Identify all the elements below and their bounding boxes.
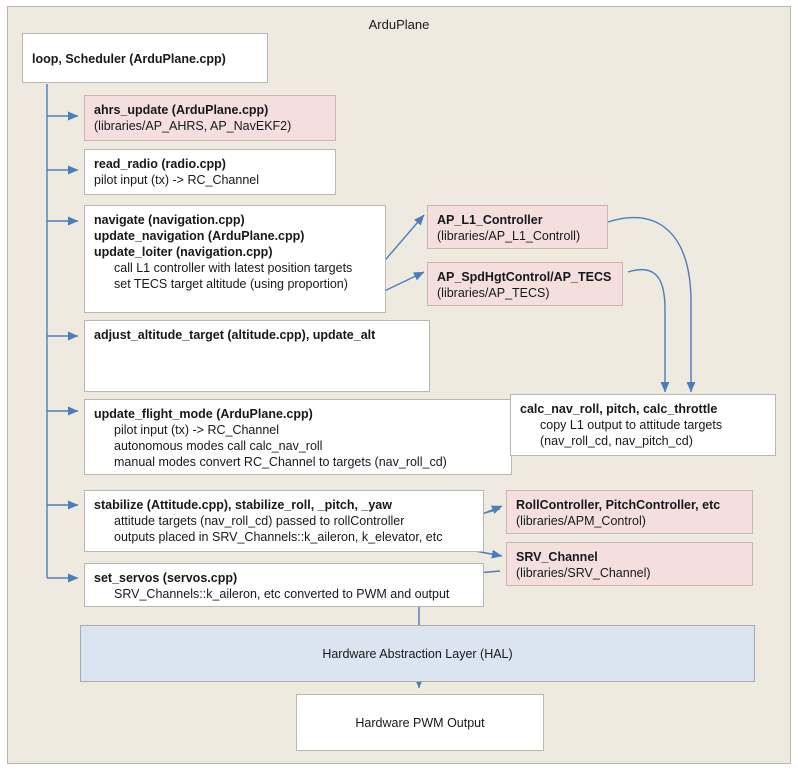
node-ahrs-update-lib: (libraries/AP_AHRS, AP_NavEKF2) (94, 119, 292, 133)
node-stabilize[interactable]: stabilize (Attitude.cpp), stabilize_roll… (84, 490, 484, 552)
node-update-flight-mode-detail-2: autonomous modes call calc_nav_roll (114, 439, 323, 453)
node-navigate-detail-2: set TECS target altitude (using proporti… (114, 277, 348, 291)
node-ap-tecs-title: AP_SpdHgtControl/AP_TECS (437, 270, 612, 284)
node-ap-l1-controller-lib: (libraries/AP_L1_Controll) (437, 229, 581, 243)
node-navigate-title3: update_loiter (navigation.cpp) (94, 245, 273, 259)
node-ap-tecs[interactable]: AP_SpdHgtControl/AP_TECS (libraries/AP_T… (427, 262, 623, 306)
node-ap-l1-controller[interactable]: AP_L1_Controller (libraries/AP_L1_Contro… (427, 205, 608, 249)
node-loop-scheduler[interactable]: loop, Scheduler (ArduPlane.cpp) (22, 33, 268, 83)
node-update-flight-mode-detail-3: manual modes convert RC_Channel to targe… (114, 455, 447, 469)
node-calc-nav-roll[interactable]: calc_nav_roll, pitch, calc_throttle copy… (510, 394, 776, 456)
node-ahrs-update[interactable]: ahrs_update (ArduPlane.cpp) (libraries/A… (84, 95, 336, 141)
node-srv-channel-lib: (libraries/SRV_Channel) (516, 566, 651, 580)
node-stabilize-detail-1: attitude targets (nav_roll_cd) passed to… (114, 514, 405, 528)
node-read-radio[interactable]: read_radio (radio.cpp) pilot input (tx) … (84, 149, 336, 195)
node-srv-channel-title: SRV_Channel (516, 550, 598, 564)
node-adjust-altitude-target[interactable]: adjust_altitude_target (altitude.cpp), u… (84, 320, 430, 392)
node-read-radio-title: read_radio (radio.cpp) (94, 157, 226, 171)
node-update-flight-mode[interactable]: update_flight_mode (ArduPlane.cpp) pilot… (84, 399, 512, 475)
node-ap-l1-controller-title: AP_L1_Controller (437, 213, 543, 227)
node-navigate-title: navigate (navigation.cpp) (94, 213, 245, 227)
node-calc-nav-roll-detail-2: (nav_roll_cd, nav_pitch_cd) (540, 434, 693, 448)
node-set-servos-detail-1: SRV_Channels::k_aileron, etc converted t… (114, 587, 450, 601)
node-hardware-pwm[interactable]: Hardware PWM Output (296, 694, 544, 751)
node-navigate-title2: update_navigation (ArduPlane.cpp) (94, 229, 305, 243)
node-roll-controller[interactable]: RollController, PitchController, etc (li… (506, 490, 753, 534)
node-roll-controller-title: RollController, PitchController, etc (516, 498, 721, 512)
node-srv-channel[interactable]: SRV_Channel (libraries/SRV_Channel) (506, 542, 753, 586)
node-calc-nav-roll-detail-1: copy L1 output to attitude targets (540, 418, 723, 432)
node-read-radio-detail: pilot input (tx) -> RC_Channel (94, 173, 260, 187)
node-hal[interactable]: Hardware Abstraction Layer (HAL) (80, 625, 755, 682)
node-navigate-detail-1: call L1 controller with latest position … (114, 261, 353, 275)
node-adjust-altitude-target-title: adjust_altitude_target (altitude.cpp), u… (94, 328, 376, 342)
diagram-title: ArduPlane (368, 17, 430, 32)
node-set-servos[interactable]: set_servos (servos.cpp) SRV_Channels::k_… (84, 563, 484, 607)
node-hal-title: Hardware Abstraction Layer (HAL) (322, 646, 513, 661)
node-ahrs-update-title: ahrs_update (ArduPlane.cpp) (94, 103, 269, 117)
node-roll-controller-lib: (libraries/APM_Control) (516, 514, 646, 528)
node-update-flight-mode-detail-1: pilot input (tx) -> RC_Channel (114, 423, 280, 437)
node-hardware-pwm-title: Hardware PWM Output (355, 715, 485, 730)
node-stabilize-title: stabilize (Attitude.cpp), stabilize_roll… (94, 498, 392, 512)
node-navigate[interactable]: navigate (navigation.cpp) update_navigat… (84, 205, 386, 313)
node-calc-nav-roll-title: calc_nav_roll, pitch, calc_throttle (520, 402, 718, 416)
node-ap-tecs-lib: (libraries/AP_TECS) (437, 286, 550, 300)
node-loop-scheduler-title: loop, Scheduler (ArduPlane.cpp) (32, 52, 226, 66)
node-stabilize-detail-2: outputs placed in SRV_Channels::k_ailero… (114, 530, 443, 544)
node-update-flight-mode-title: update_flight_mode (ArduPlane.cpp) (94, 407, 313, 421)
node-set-servos-title: set_servos (servos.cpp) (94, 571, 238, 585)
